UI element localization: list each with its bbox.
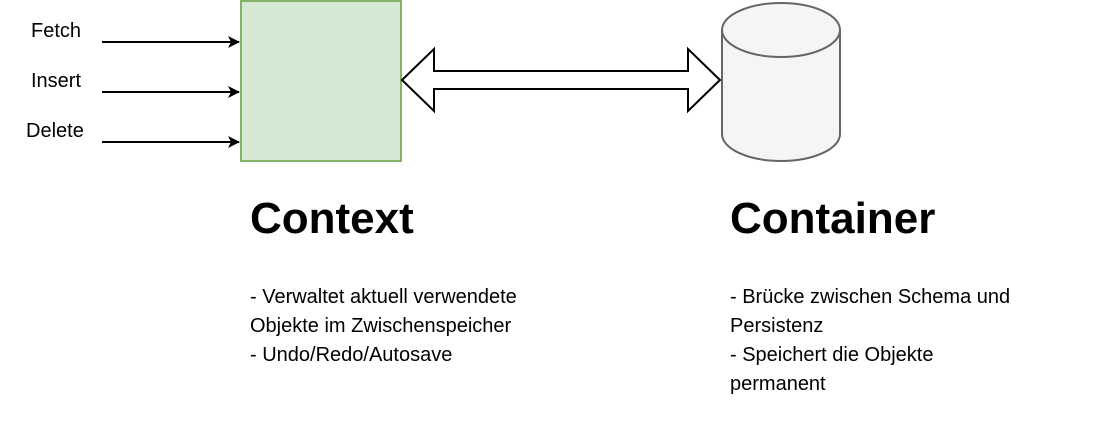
context-description-line: - Verwaltet aktuell verwendete: [250, 286, 517, 308]
container-description-line: Persistenz: [730, 315, 824, 337]
context-description-line: Objekte im Zwischenspeicher: [250, 315, 512, 337]
container-description-line: - Brücke zwischen Schema und: [730, 286, 1011, 308]
cylinder-top: [721, 2, 841, 58]
operation-delete-label: Delete: [26, 120, 84, 142]
container-description-line: permanent: [730, 373, 826, 395]
container-cylinder: [721, 2, 841, 162]
context-description-line: - Undo/Redo/Autosave: [250, 344, 453, 366]
container-description: - Brücke zwischen Schema und Persistenz …: [730, 283, 1090, 399]
cylinder-body: [721, 30, 841, 162]
container-description-line: - Speichert die Objekte: [730, 344, 934, 366]
operation-insert: Insert: [31, 70, 240, 98]
operation-fetch: Fetch: [31, 20, 240, 48]
context-description: - Verwaltet aktuell verwendete Objekte i…: [250, 283, 610, 370]
operation-delete: Delete: [26, 120, 240, 148]
context-box: [240, 0, 402, 162]
context-title: Context: [250, 194, 414, 243]
operation-insert-label: Insert: [31, 70, 81, 92]
container-title: Container: [730, 194, 936, 243]
bidirectional-arrow: [400, 46, 722, 114]
operation-fetch-label: Fetch: [31, 20, 81, 42]
